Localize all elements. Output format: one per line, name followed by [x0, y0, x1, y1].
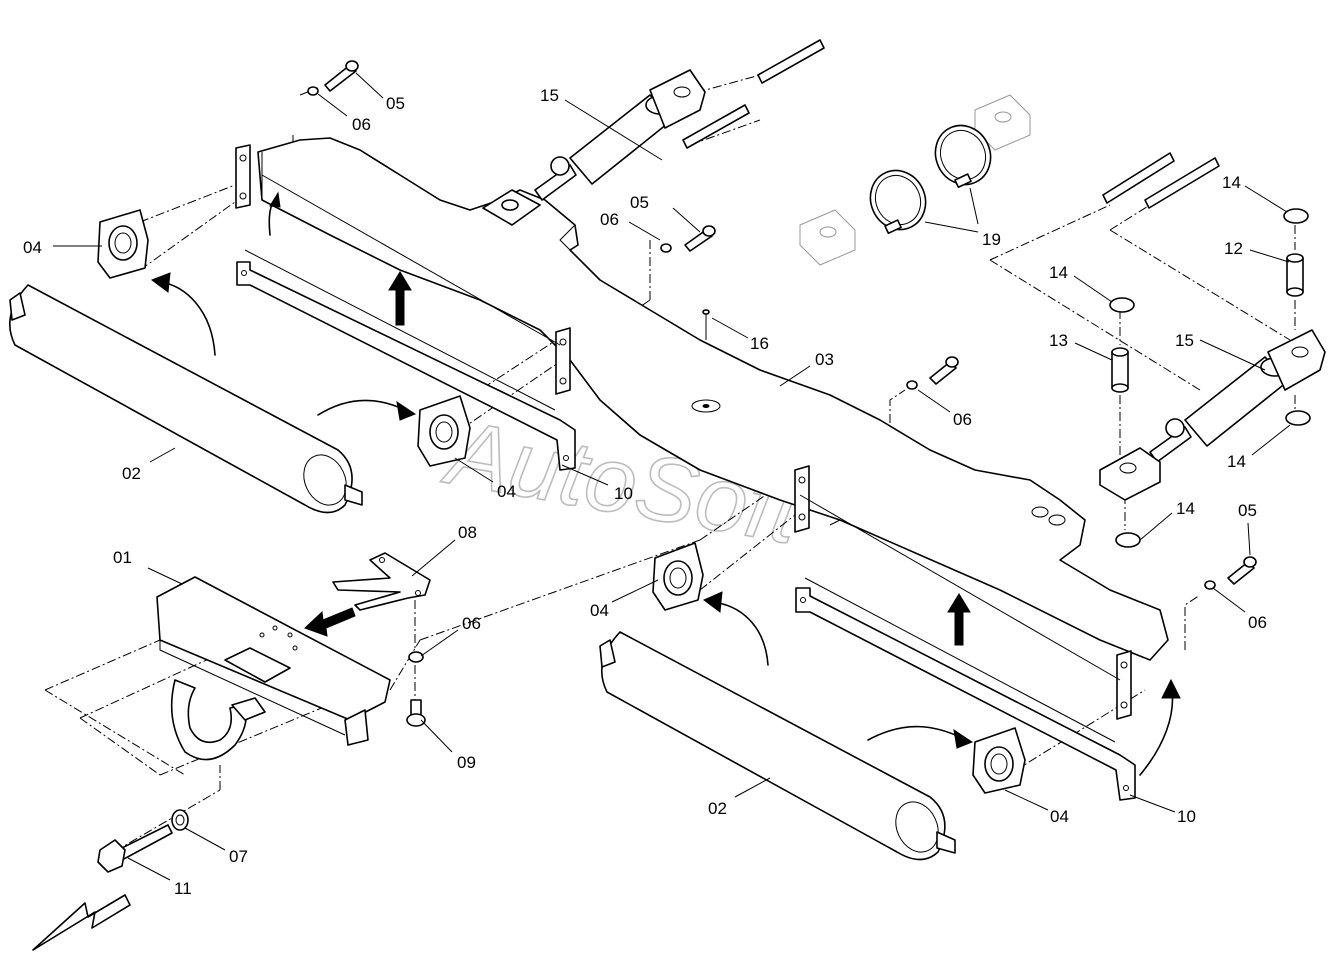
label-08: 08 [458, 523, 477, 542]
label-05: 05 [386, 94, 405, 113]
label-05: 05 [1238, 501, 1257, 520]
label-14: 14 [1049, 263, 1068, 282]
bracket-08 [332, 552, 431, 611]
cylinder-left [534, 69, 706, 201]
washer-06-c [906, 380, 918, 390]
label-15: 15 [1175, 331, 1194, 350]
label-14: 14 [1222, 173, 1241, 192]
roller-left [8, 284, 363, 514]
label-14: 14 [1227, 452, 1246, 471]
ring-14-a [1283, 208, 1309, 224]
bearing-flange-4 [972, 727, 1026, 794]
cylinder-right [1099, 329, 1326, 501]
leader-lines [53, 72, 1291, 881]
bushing-13 [1111, 347, 1129, 393]
hose-clamp-1 [869, 169, 927, 235]
bolt-11 [97, 824, 173, 873]
bearing-flange-2 [417, 395, 471, 467]
direction-arrow [32, 894, 131, 951]
up-arrow-right [947, 593, 971, 646]
part-labels: 05 06 15 04 02 04 10 16 03 06 05 06 06 0… [23, 86, 1267, 898]
curved-arrows [150, 191, 1181, 776]
label-06: 06 [600, 210, 619, 229]
label-03: 03 [815, 350, 834, 369]
label-02: 02 [122, 464, 141, 483]
label-04: 04 [1050, 807, 1069, 826]
label-01: 01 [113, 548, 132, 567]
label-14: 14 [1176, 499, 1195, 518]
label-10: 10 [614, 484, 633, 503]
main-frame [235, 137, 1169, 720]
label-10: 10 [1177, 807, 1196, 826]
strip-left [236, 249, 576, 471]
bushing-12 [1286, 253, 1304, 297]
label-06: 06 [352, 115, 371, 134]
label-13: 13 [1049, 331, 1068, 350]
screw-05-d [1227, 556, 1257, 585]
ring-14-b [1109, 297, 1135, 313]
screw-05-c [929, 356, 959, 385]
label-05: 05 [630, 193, 649, 212]
washer-06-e [408, 651, 424, 663]
washer-07 [171, 809, 189, 831]
screw-05-a [324, 60, 359, 92]
ghost-brackets [799, 94, 1031, 266]
hose-clamp-2 [934, 124, 992, 189]
label-15: 15 [540, 86, 559, 105]
label-02: 02 [708, 799, 727, 818]
screw-05-b [684, 225, 716, 252]
label-06: 06 [1248, 613, 1267, 632]
label-04: 04 [23, 238, 42, 257]
label-06: 06 [953, 410, 972, 429]
label-11: 11 [174, 879, 192, 898]
slide-arrow [304, 607, 356, 637]
hoses [682, 39, 1220, 209]
assembly-centerlines [44, 74, 1296, 861]
washer-06-b [660, 243, 672, 253]
bearing-flange-1 [97, 209, 149, 279]
washer-06-a [307, 86, 319, 96]
roller-right [599, 631, 956, 861]
ring-14-d [1115, 532, 1141, 548]
up-arrow-left [388, 271, 412, 326]
washer-06-d [1204, 580, 1216, 590]
screw-09 [406, 699, 426, 727]
label-07: 07 [229, 847, 248, 866]
label-09: 09 [457, 753, 476, 772]
label-16: 16 [750, 334, 769, 353]
ring-14-c [1285, 410, 1311, 426]
label-12: 12 [1224, 239, 1243, 258]
pin-16 [702, 309, 710, 340]
label-04: 04 [497, 482, 516, 501]
label-06: 06 [462, 614, 481, 633]
label-04: 04 [590, 601, 609, 620]
label-19: 19 [982, 230, 1001, 249]
strip-right [795, 577, 1136, 801]
tow-hitch-assembly [156, 576, 391, 761]
bearing-flange-3 [652, 542, 704, 611]
